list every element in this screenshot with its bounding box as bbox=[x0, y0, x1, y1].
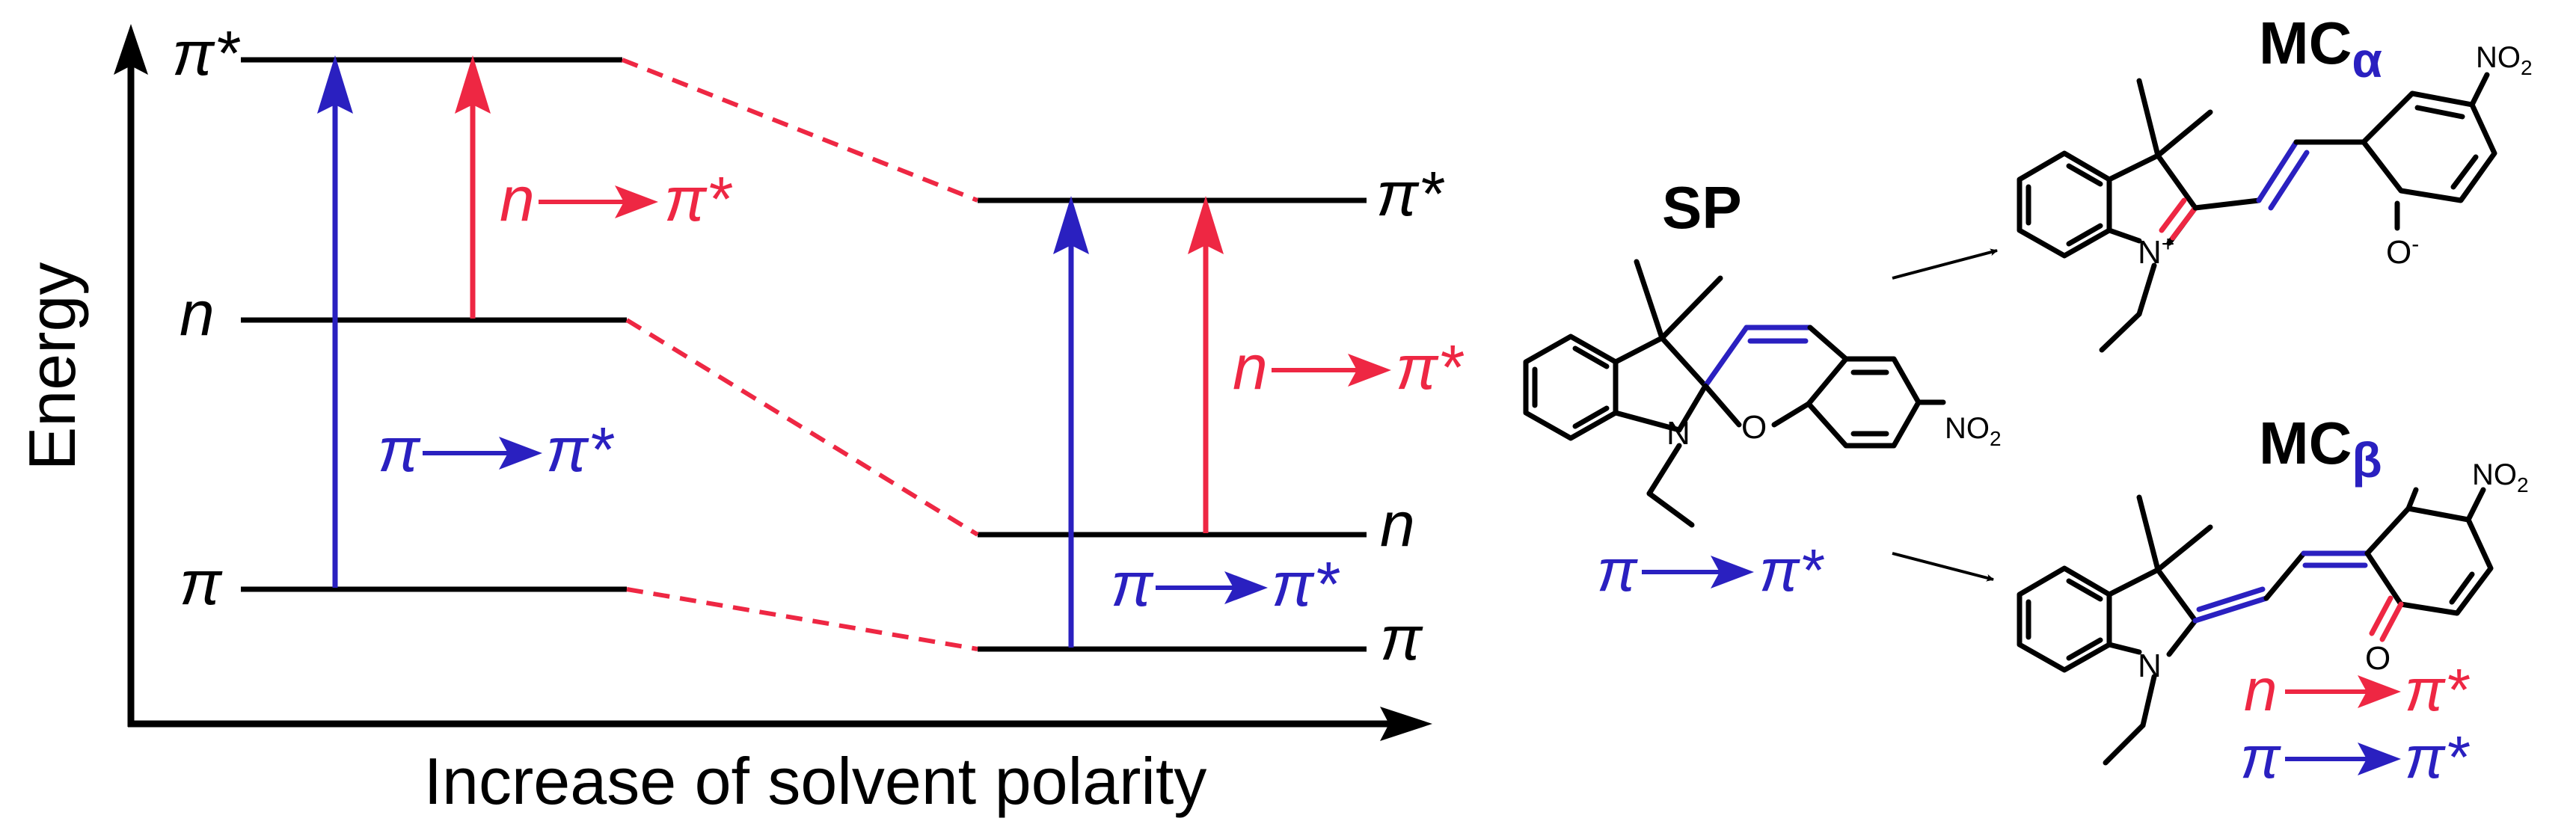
arrow-to-mc-beta bbox=[1892, 552, 1994, 582]
mc-alpha-substituent-main: NO bbox=[2476, 41, 2521, 74]
sp-name: SP bbox=[1662, 174, 1742, 241]
mc-beta-substituent-main: NO bbox=[2472, 458, 2517, 491]
mc-alpha-name-main: MC bbox=[2259, 10, 2352, 76]
right-pi-pi-arrow bbox=[1053, 196, 1089, 648]
mc-alpha-o-atom: O- bbox=[2386, 232, 2419, 271]
sp-molecule: SP N O NO2 bbox=[1523, 174, 2002, 528]
mc-alpha-name-sub: α bbox=[2352, 32, 2382, 87]
mc-beta-n-pi-a: n bbox=[2244, 657, 2278, 723]
left-n-pi-arrow bbox=[455, 55, 491, 319]
mc-beta-n-atom: N bbox=[2138, 648, 2162, 684]
correlation-lines bbox=[621, 58, 979, 651]
sp-n-atom: N bbox=[1666, 415, 1690, 452]
left-n-pi-label-a: n bbox=[500, 164, 535, 234]
y-axis-arrowhead bbox=[114, 24, 148, 75]
right-pi-star-label: π* bbox=[1376, 159, 1444, 229]
arrow-to-mc-alpha bbox=[1892, 248, 1998, 280]
left-pi-star-label: π* bbox=[172, 18, 240, 88]
mc-beta-n-pi-label: n π* bbox=[2244, 657, 2471, 723]
x-axis-label: Increase of solvent polarity bbox=[424, 744, 1207, 818]
mc-beta-pi-pi-b: π* bbox=[2405, 724, 2471, 790]
mc-alpha-name: MCα bbox=[2259, 10, 2382, 87]
sp-substituent-sub: 2 bbox=[1990, 427, 2002, 450]
mc-alpha-o-atom-main: O bbox=[2386, 234, 2411, 271]
left-pi-pi-label-a: π bbox=[378, 414, 421, 485]
mc-beta-substituent-sub: 2 bbox=[2517, 473, 2529, 497]
left-n-pi-label-b: π* bbox=[664, 164, 732, 234]
energy-diagram: Energy Increase of solvent polarity π* n… bbox=[15, 18, 1464, 818]
sp-transition-a: π bbox=[1597, 537, 1638, 603]
mc-beta-molecule: MCβ N O NO2 bbox=[2017, 410, 2529, 766]
y-axis bbox=[114, 24, 148, 727]
right-n-label: n bbox=[1380, 489, 1415, 559]
mc-alpha-substituent: NO2 bbox=[2476, 41, 2533, 79]
sp-substituent-main: NO bbox=[1945, 412, 1990, 445]
mc-alpha-o-charge: - bbox=[2411, 232, 2419, 256]
sp-transition-label: π π* bbox=[1597, 537, 1825, 603]
left-pi-pi-label-b: π* bbox=[546, 414, 614, 485]
right-pi-pi-label-b: π* bbox=[1272, 549, 1340, 619]
mc-alpha-n-charge: + bbox=[2162, 232, 2175, 256]
mc-alpha-molecule: MCα N+ O- NO2 bbox=[2017, 10, 2533, 353]
left-n-label: n bbox=[180, 278, 215, 348]
mc-beta-pi-pi-a: π bbox=[2240, 724, 2281, 790]
right-n-pi-label-b: π* bbox=[1396, 332, 1464, 402]
y-axis-label: Energy bbox=[15, 262, 89, 471]
mc-beta-o-atom: O bbox=[2365, 640, 2391, 677]
sp-o-atom: O bbox=[1741, 409, 1767, 446]
right-n-pi-arrow bbox=[1188, 196, 1224, 533]
left-pi-pi-label: π π* bbox=[378, 414, 614, 485]
x-axis bbox=[128, 707, 1432, 741]
left-n-pi-label: n π* bbox=[500, 164, 732, 234]
left-pi-pi-arrow bbox=[317, 55, 353, 588]
left-pi-label: π bbox=[180, 547, 223, 618]
mc-alpha-n-atom-main: N bbox=[2138, 234, 2162, 271]
right-n-pi-label-a: n bbox=[1233, 332, 1268, 402]
mc-beta-substituent: NO2 bbox=[2472, 458, 2529, 497]
mc-beta-name: MCβ bbox=[2259, 410, 2382, 488]
mc-beta-name-main: MC bbox=[2259, 410, 2352, 476]
n-correlation bbox=[625, 318, 979, 537]
mc-beta-pi-pi-label: π π* bbox=[2240, 724, 2471, 790]
mc-beta-name-sub: β bbox=[2352, 432, 2382, 488]
pi-star-correlation bbox=[621, 58, 979, 203]
right-n-pi-label: n π* bbox=[1233, 332, 1464, 402]
sp-substituent: NO2 bbox=[1945, 412, 2002, 450]
x-axis-arrowhead bbox=[1380, 707, 1432, 741]
right-pi-label: π bbox=[1380, 603, 1423, 673]
right-pi-pi-label: π π* bbox=[1111, 549, 1340, 619]
mc-alpha-substituent-sub: 2 bbox=[2521, 56, 2533, 79]
right-pi-pi-label-a: π bbox=[1111, 549, 1154, 619]
mc-alpha-n-atom: N+ bbox=[2138, 232, 2174, 271]
mc-beta-n-pi-b: π* bbox=[2405, 657, 2471, 723]
sp-transition-b: π* bbox=[1759, 537, 1825, 603]
pi-correlation bbox=[626, 587, 978, 651]
